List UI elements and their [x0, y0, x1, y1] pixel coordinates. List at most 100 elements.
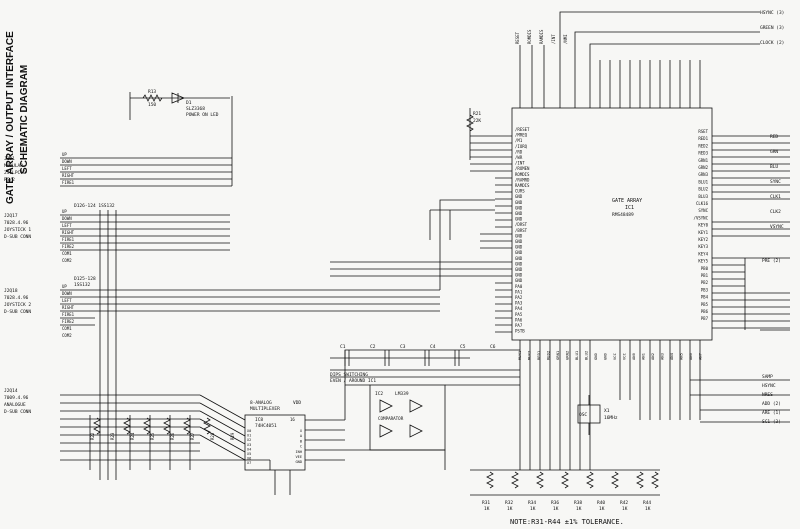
- rgb-output-label: RED: [770, 134, 778, 140]
- bottom-resistor-val: 1K: [645, 506, 651, 512]
- diode-array-label: D126-124 1SS132: [74, 203, 115, 209]
- bottom-resistor-ref: R38: [574, 500, 582, 506]
- connector-ref: J2Q18: [4, 288, 18, 294]
- ic1-left-pin: GND: [515, 278, 523, 283]
- bottom-resistor-ref: R40: [597, 500, 605, 506]
- osc-ref: X1: [604, 408, 610, 414]
- bottom-resistor-val: 1K: [599, 506, 605, 512]
- ic1-bottom-pin: BLU1: [574, 350, 579, 360]
- cap-ref: C5: [460, 344, 466, 350]
- ic1-left-pin: PA3: [515, 301, 523, 306]
- reset-resistor-val: 22K: [473, 118, 481, 124]
- joy1-pin: RIGHT: [62, 230, 75, 235]
- right-output-label: CLOCK (2): [760, 40, 784, 46]
- osc-freq: 16MHz: [604, 415, 618, 421]
- diode-array-ref: D125-128: [74, 276, 96, 282]
- led-ref: D1: [186, 100, 192, 106]
- mux-left-pin: X0: [247, 429, 251, 433]
- connector-desc: RS/2: [4, 177, 15, 183]
- ic1-bottom-pin: AN7: [698, 353, 703, 360]
- joy2-pin: COM2: [62, 333, 72, 338]
- top-signal-label: /INT: [551, 34, 556, 44]
- left-resistor-ref: R28: [210, 432, 215, 440]
- ic1-bottom-pin: AN2: [650, 353, 655, 360]
- diode-array-part: 1SS132: [74, 282, 91, 288]
- cap-ref: C2: [370, 344, 376, 350]
- ic1-bottom-pin: MUX1: [517, 350, 522, 360]
- mux-right-pin: VEE: [296, 455, 303, 459]
- output-label: SC1 (3): [762, 419, 781, 425]
- joy2-pin: LEFT: [62, 298, 72, 303]
- pre-label: PRE (2): [762, 258, 781, 264]
- bottom-resistor-ref: R32: [505, 500, 513, 506]
- ic1-label: GATE ARRAY: [612, 198, 642, 204]
- mux-title: MULTIPLEXER: [250, 406, 280, 412]
- mux-left-pin: X5: [247, 452, 251, 456]
- ic1-bottom-pin: AN3: [660, 353, 665, 360]
- ic1-right-pin: PB1: [701, 273, 709, 278]
- ic1-right-pin: RSET: [698, 129, 708, 134]
- ic1-bottom-pin: VCC: [612, 353, 617, 360]
- joy1-pin: FIRE1: [62, 237, 75, 242]
- connector-model: 7009.4.96: [4, 395, 29, 401]
- ic1-left-pin: GND: [515, 200, 523, 205]
- ic1-left-pin: RAMDIS: [515, 183, 530, 188]
- top-signal-label: ROMDIS: [527, 29, 532, 44]
- joy2-pin: RIGHT: [62, 305, 75, 310]
- mux-right-pin: GND: [296, 460, 303, 464]
- ic1-left-pin: /DRST: [515, 222, 528, 227]
- bottom-resistor-ref: R36: [551, 500, 559, 506]
- mux-left-pin: X4: [247, 447, 251, 451]
- output-label: ARE (1): [762, 410, 781, 416]
- cap-ref: C3: [400, 344, 406, 350]
- bottom-resistor-val: 1K: [484, 506, 490, 512]
- ic1-right-pin: SYNC: [698, 208, 708, 213]
- led-label: POWER ON LED: [186, 112, 219, 118]
- ic1-left-pin: /INT: [515, 161, 525, 166]
- mux-left-pin: X3: [247, 443, 251, 447]
- reset-resistor-ref: R21: [473, 111, 481, 117]
- ic1-left-pin: PA5: [515, 312, 523, 317]
- joy1-pin: LEFT: [62, 223, 72, 228]
- left-resistor-ref: R23: [110, 432, 115, 440]
- led-resistor-val: 150: [148, 102, 156, 108]
- ic1-right-pin: GRN3: [698, 172, 708, 177]
- joy2-pin: FIRE2: [62, 319, 75, 324]
- left-resistor-ref: R24: [130, 432, 135, 440]
- ic1-left-pin: /M1: [515, 138, 523, 143]
- dips-label: EVEN / AROUND IC1: [330, 378, 376, 384]
- cap-ref: C1: [340, 344, 346, 350]
- bottom-resistor-ref: R34: [528, 500, 536, 506]
- output-label: NRES: [762, 392, 773, 398]
- rgb-output-label: VSYNC: [770, 224, 784, 230]
- modular-pin: UP: [62, 152, 67, 157]
- mux-left-pin: X6: [247, 457, 251, 461]
- ic1-bottom-pin: RED2: [546, 351, 551, 360]
- joy1-pin: UP: [62, 209, 67, 214]
- mux-right-pin: A: [300, 434, 303, 438]
- joy1-pin: FIRE2: [62, 244, 75, 249]
- ic1-left-pin: /ROMEN: [515, 166, 530, 171]
- ic1-left-pin: /RD: [515, 149, 523, 154]
- ic1-right-pin: KEY4: [698, 251, 708, 256]
- output-label: ADD (2): [762, 401, 781, 407]
- bottom-resistor-val: 1K: [507, 506, 513, 512]
- right-output-label: GREEN (3): [760, 25, 784, 31]
- ic1-right-pin: PB4: [701, 295, 709, 300]
- modular-pin: DOWN: [62, 159, 72, 164]
- ic1-part: RMS48489: [612, 212, 634, 218]
- ic1-right-pin: CLK16: [696, 201, 709, 206]
- gate-array-body: [511, 107, 713, 341]
- osc-label: OSC: [579, 412, 587, 418]
- rgb-output-label: CLK1: [770, 194, 781, 200]
- top-signal-label: RAMDIS: [539, 29, 544, 44]
- mux-pin16: 16: [290, 417, 295, 422]
- ic1-right-pin: KEY2: [698, 237, 708, 242]
- ic1-bottom-pin: GRN1: [555, 350, 560, 360]
- modular-pin: LEFT: [62, 166, 72, 171]
- left-resistor-ref: R25: [150, 432, 155, 440]
- led-resistor-ref: R13: [148, 89, 156, 95]
- ic1-right-pin: BLU2: [698, 187, 708, 192]
